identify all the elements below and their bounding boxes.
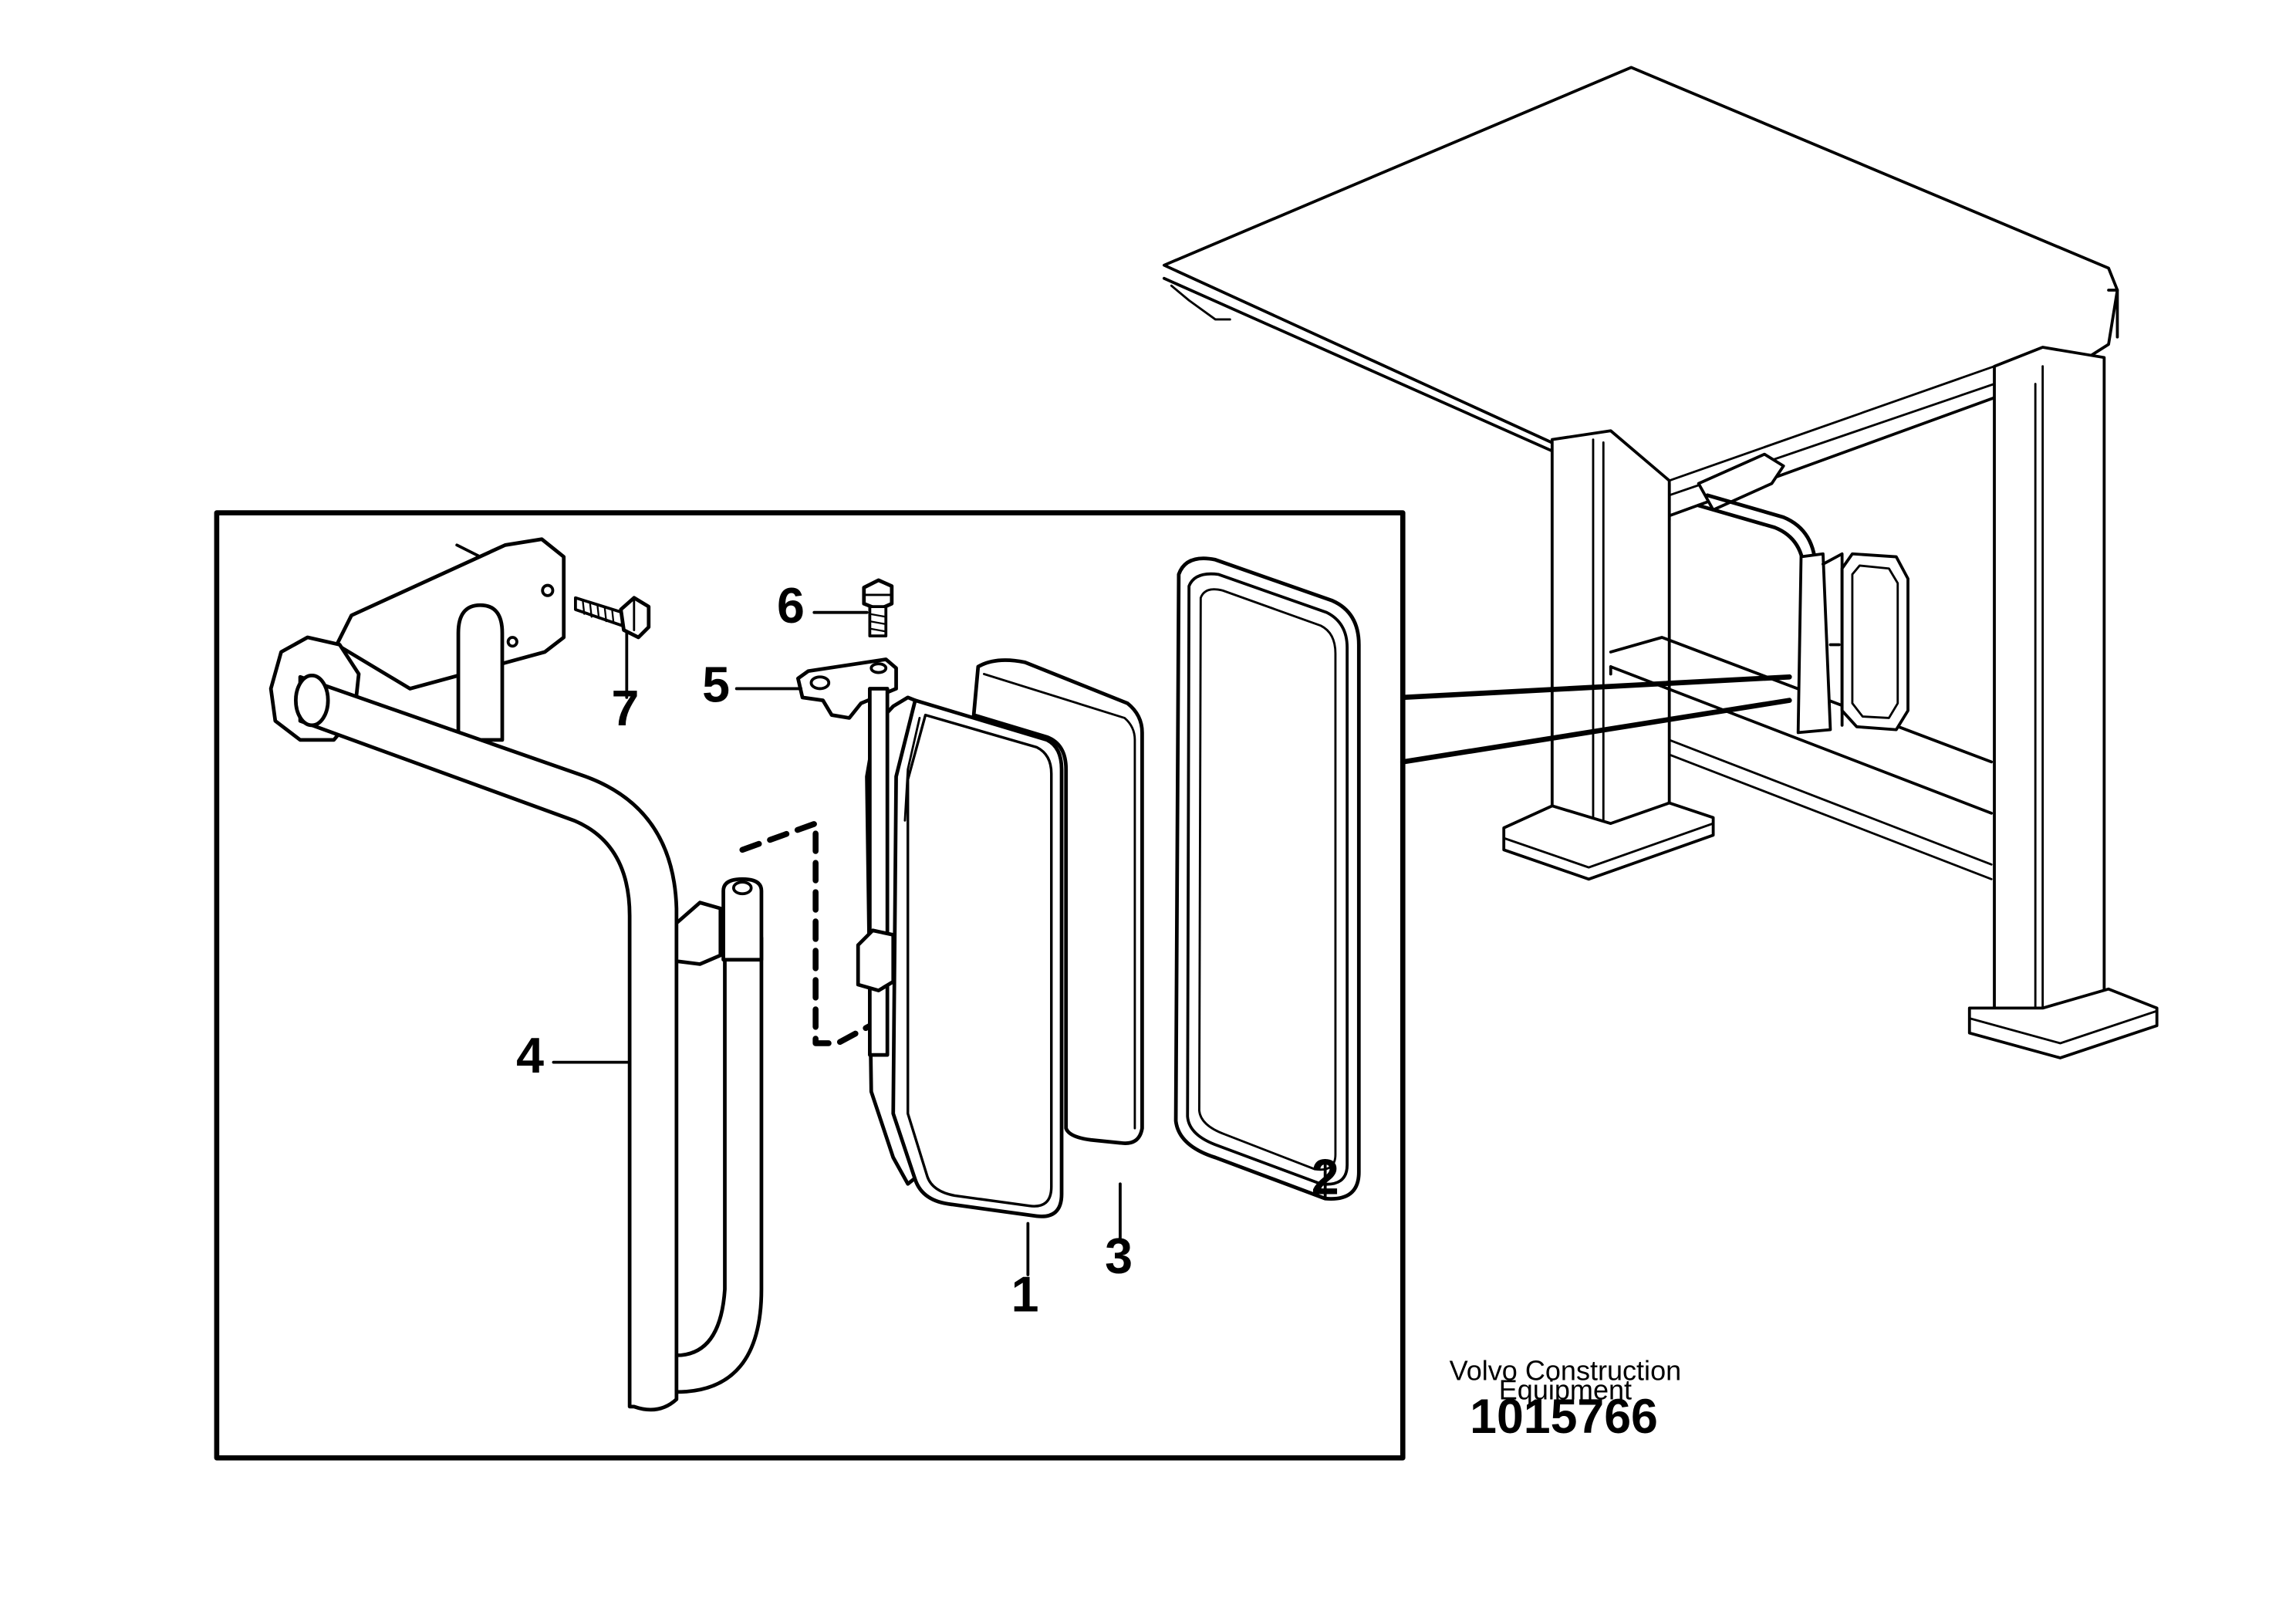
callout-1: 1 — [1011, 1266, 1039, 1322]
callout-leaders — [552, 610, 1327, 1276]
mirror-glass — [971, 658, 1144, 1145]
screw-6 — [862, 578, 894, 637]
callout-2: 2 — [1312, 1150, 1339, 1205]
callout-7: 7 — [611, 681, 639, 736]
cab-canopy-overview — [1162, 66, 2159, 1059]
detail-frame — [214, 510, 1406, 1461]
frame-seal — [1173, 556, 1361, 1201]
callout-6: 6 — [777, 578, 805, 634]
zoom-leader — [1400, 674, 1792, 765]
dashed-indicator — [739, 820, 879, 1046]
caption-manufacturer-line1: Volvo Construction — [1450, 1355, 1681, 1387]
mirror-arm — [268, 537, 764, 1412]
callout-5: 5 — [702, 657, 730, 713]
clip-5 — [796, 657, 898, 720]
caption-manufacturer-line2: Equipment — [1499, 1374, 1632, 1405]
document-number: 1015766 — [1470, 1390, 1658, 1444]
bolt-7 — [574, 596, 651, 640]
callout-4: 4 — [516, 1028, 544, 1083]
callout-3: 3 — [1105, 1228, 1133, 1284]
mirror-housing — [856, 687, 1064, 1218]
